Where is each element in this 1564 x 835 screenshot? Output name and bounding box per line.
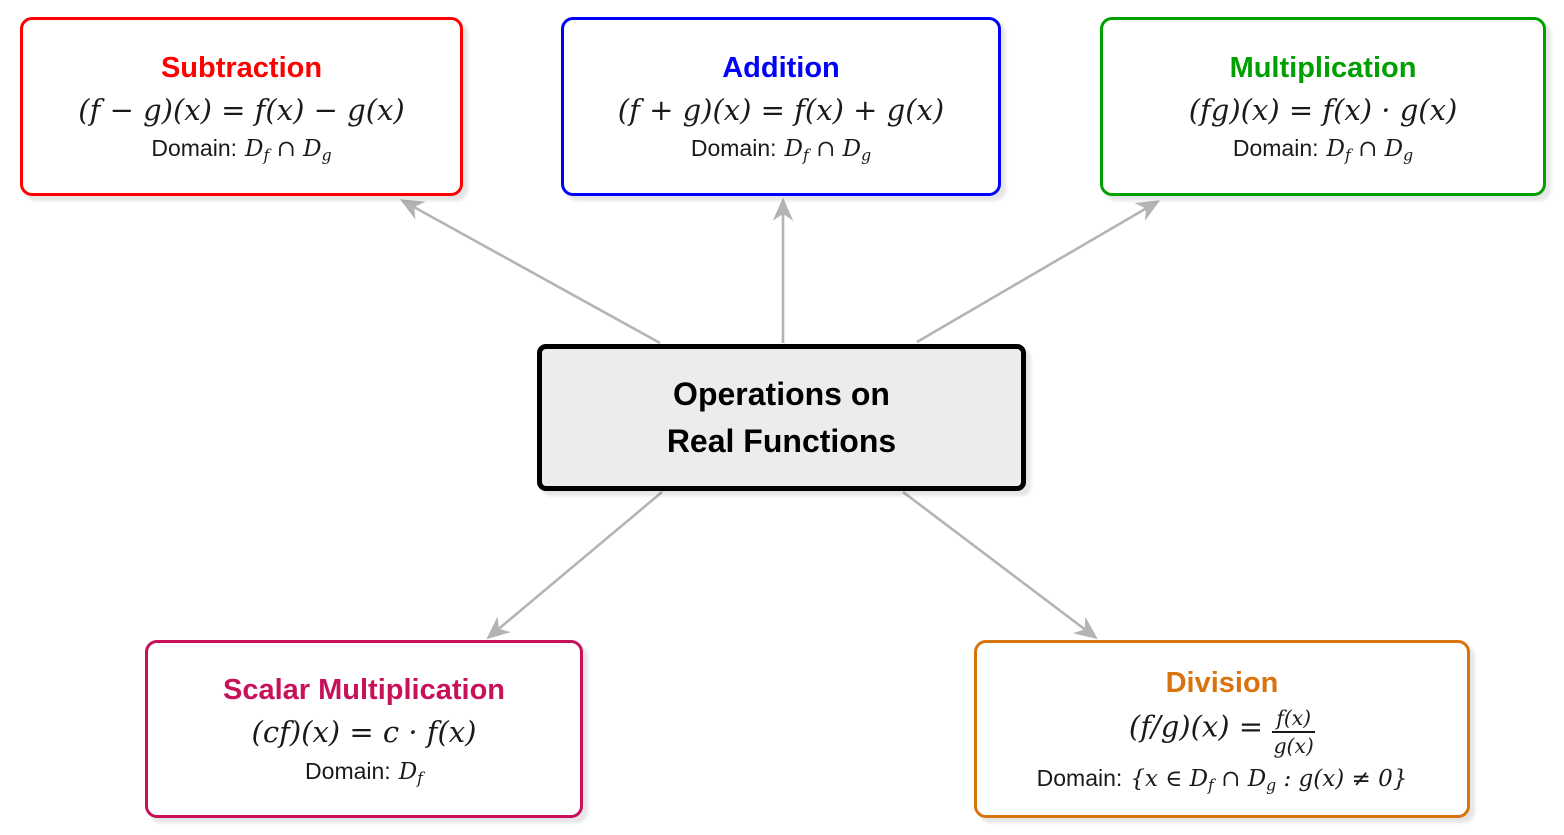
domain-math: Df ∩ Dg [1326,136,1414,165]
node-multiplication: Multiplication (fg)(x) = f(x) · g(x) Dom… [1100,17,1546,196]
domain-label: Domain: [1232,135,1319,162]
domain-math: Df ∩ Dg [784,136,872,165]
node-domain: Domain: Df ∩ Dg [690,135,872,165]
node-addition: Addition (f + g)(x) = f(x) + g(x) Domain… [561,17,1001,196]
fraction-denominator: g(x) [1273,734,1314,759]
node-domain: Domain: Df ∩ Dg [1232,135,1414,165]
center-title-line1: Operations on [673,376,890,413]
node-domain: Domain: {x ∈ Df ∩ Dg : g(x) ≠ 0} [1036,765,1408,795]
fraction-numerator: f(x) [1272,706,1316,734]
node-title: Addition [722,51,840,84]
node-domain: Domain: Df [305,757,423,787]
node-formula: (f − g)(x) = f(x) − g(x) [78,92,405,127]
node-formula: (f/g)(x) = f(x)g(x) [1128,706,1316,759]
node-formula: (f + g)(x) = f(x) + g(x) [617,92,945,127]
node-title: Scalar Multiplication [223,674,505,707]
center-node: Operations on Real Functions [537,344,1026,491]
node-scalar-multiplication: Scalar Multiplication (cf)(x) = c · f(x)… [145,640,583,818]
node-title: Subtraction [160,51,323,84]
arrow-to-division [902,490,1098,640]
arrow-to-scalar-multiplication [486,491,663,640]
node-formula: (fg)(x) = f(x) · g(x) [1188,92,1458,127]
node-title: Division [1165,666,1279,699]
node-title: Multiplication [1229,51,1417,84]
domain-math: Df ∩ Dg [245,136,332,165]
domain-label: Domain: [151,135,238,162]
domain-math: Df [398,758,423,787]
domain-label: Domain: [305,757,391,784]
node-domain: Domain: Df ∩ Dg [151,135,332,165]
domain-label: Domain: [1036,765,1123,792]
center-title-line2: Real Functions [666,422,897,459]
arrow-to-multiplication [916,200,1161,344]
arrow-to-subtraction [399,199,661,345]
fraction: f(x)g(x) [1272,706,1316,759]
domain-math: {x ∈ Df ∩ Dg : g(x) ≠ 0} [1130,766,1408,795]
node-division: Division (f/g)(x) = f(x)g(x) Domain: {x ∈… [974,640,1470,818]
node-subtraction: Subtraction (f − g)(x) = f(x) − g(x) Dom… [20,17,463,196]
formula-lhs: (f/g)(x) = [1128,709,1273,744]
node-formula: (cf)(x) = c · f(x) [251,715,477,750]
domain-label: Domain: [690,135,777,162]
